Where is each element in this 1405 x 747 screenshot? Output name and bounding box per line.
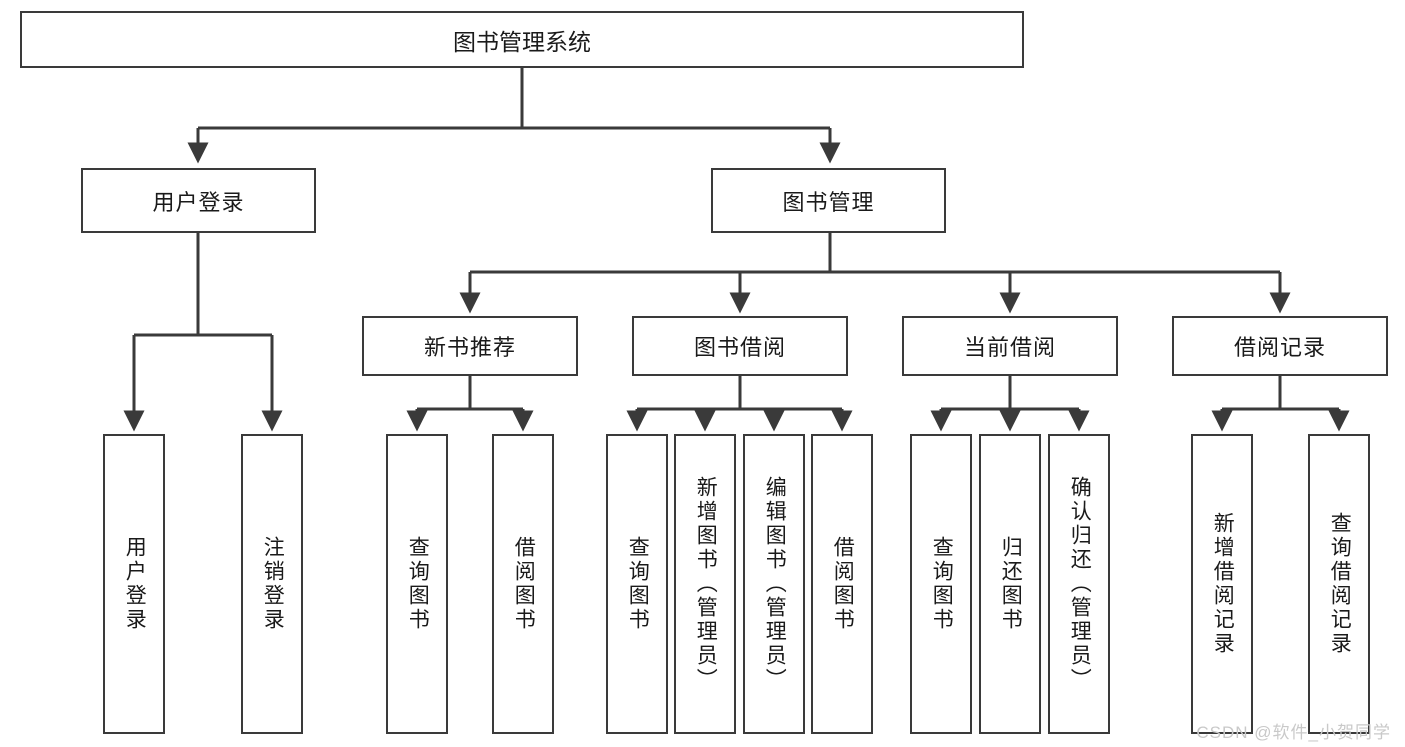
- node-book-management[interactable]: 图书管理: [711, 168, 946, 233]
- node-leaf-rec-query-book[interactable]: 查询图书: [386, 434, 448, 734]
- node-current-borrow[interactable]: 当前借阅: [902, 316, 1118, 376]
- node-label: 借阅记录: [1233, 335, 1326, 360]
- node-label: 查询图书: [930, 536, 954, 632]
- node-borrow-record[interactable]: 借阅记录: [1172, 316, 1388, 376]
- node-leaf-rec-borrow-book[interactable]: 借阅图书: [492, 434, 554, 734]
- node-leaf-borrow-borrow-book[interactable]: 借阅图书: [811, 434, 873, 734]
- node-leaf-record-add[interactable]: 新增借阅记录: [1191, 434, 1253, 734]
- node-leaf-user-logout[interactable]: 注销登录: [241, 434, 303, 734]
- node-label: 确认归还（管理员）: [1068, 476, 1092, 692]
- node-label: 新增图书（管理员）: [694, 476, 718, 692]
- node-label: 用户登录: [123, 536, 147, 632]
- node-leaf-user-login[interactable]: 用户登录: [103, 434, 165, 734]
- node-label: 新书推荐: [423, 335, 516, 360]
- node-label: 查询图书: [626, 536, 650, 632]
- node-label: 当前借阅: [963, 335, 1056, 360]
- node-leaf-borrow-edit-book[interactable]: 编辑图书（管理员）: [743, 434, 805, 734]
- csdn-watermark: CSDN @软件_小贺同学: [1196, 723, 1391, 742]
- node-label: 编辑图书（管理员）: [763, 476, 787, 692]
- node-root-system[interactable]: 图书管理系统: [20, 11, 1024, 68]
- node-leaf-borrow-add-book[interactable]: 新增图书（管理员）: [674, 434, 736, 734]
- node-leaf-borrow-query-book[interactable]: 查询图书: [606, 434, 668, 734]
- node-leaf-current-confirm-return[interactable]: 确认归还（管理员）: [1048, 434, 1110, 734]
- node-label: 归还图书: [999, 536, 1023, 632]
- node-label: 查询图书: [406, 536, 430, 632]
- node-label: 图书管理系统: [453, 28, 591, 55]
- node-label: 图书借阅: [693, 335, 786, 360]
- node-user-login[interactable]: 用户登录: [81, 168, 316, 233]
- node-label: 借阅图书: [512, 536, 536, 632]
- node-leaf-record-query[interactable]: 查询借阅记录: [1308, 434, 1370, 734]
- node-label: 查询借阅记录: [1328, 512, 1352, 656]
- node-label: 借阅图书: [831, 536, 855, 632]
- node-leaf-current-query-book[interactable]: 查询图书: [910, 434, 972, 734]
- node-label: 图书管理: [782, 189, 875, 215]
- node-new-book-recommend[interactable]: 新书推荐: [362, 316, 578, 376]
- node-leaf-current-return-book[interactable]: 归还图书: [979, 434, 1041, 734]
- node-label: 用户登录: [152, 189, 245, 215]
- node-book-borrow[interactable]: 图书借阅: [632, 316, 848, 376]
- node-label: 新增借阅记录: [1211, 512, 1235, 656]
- node-label: 注销登录: [261, 536, 285, 632]
